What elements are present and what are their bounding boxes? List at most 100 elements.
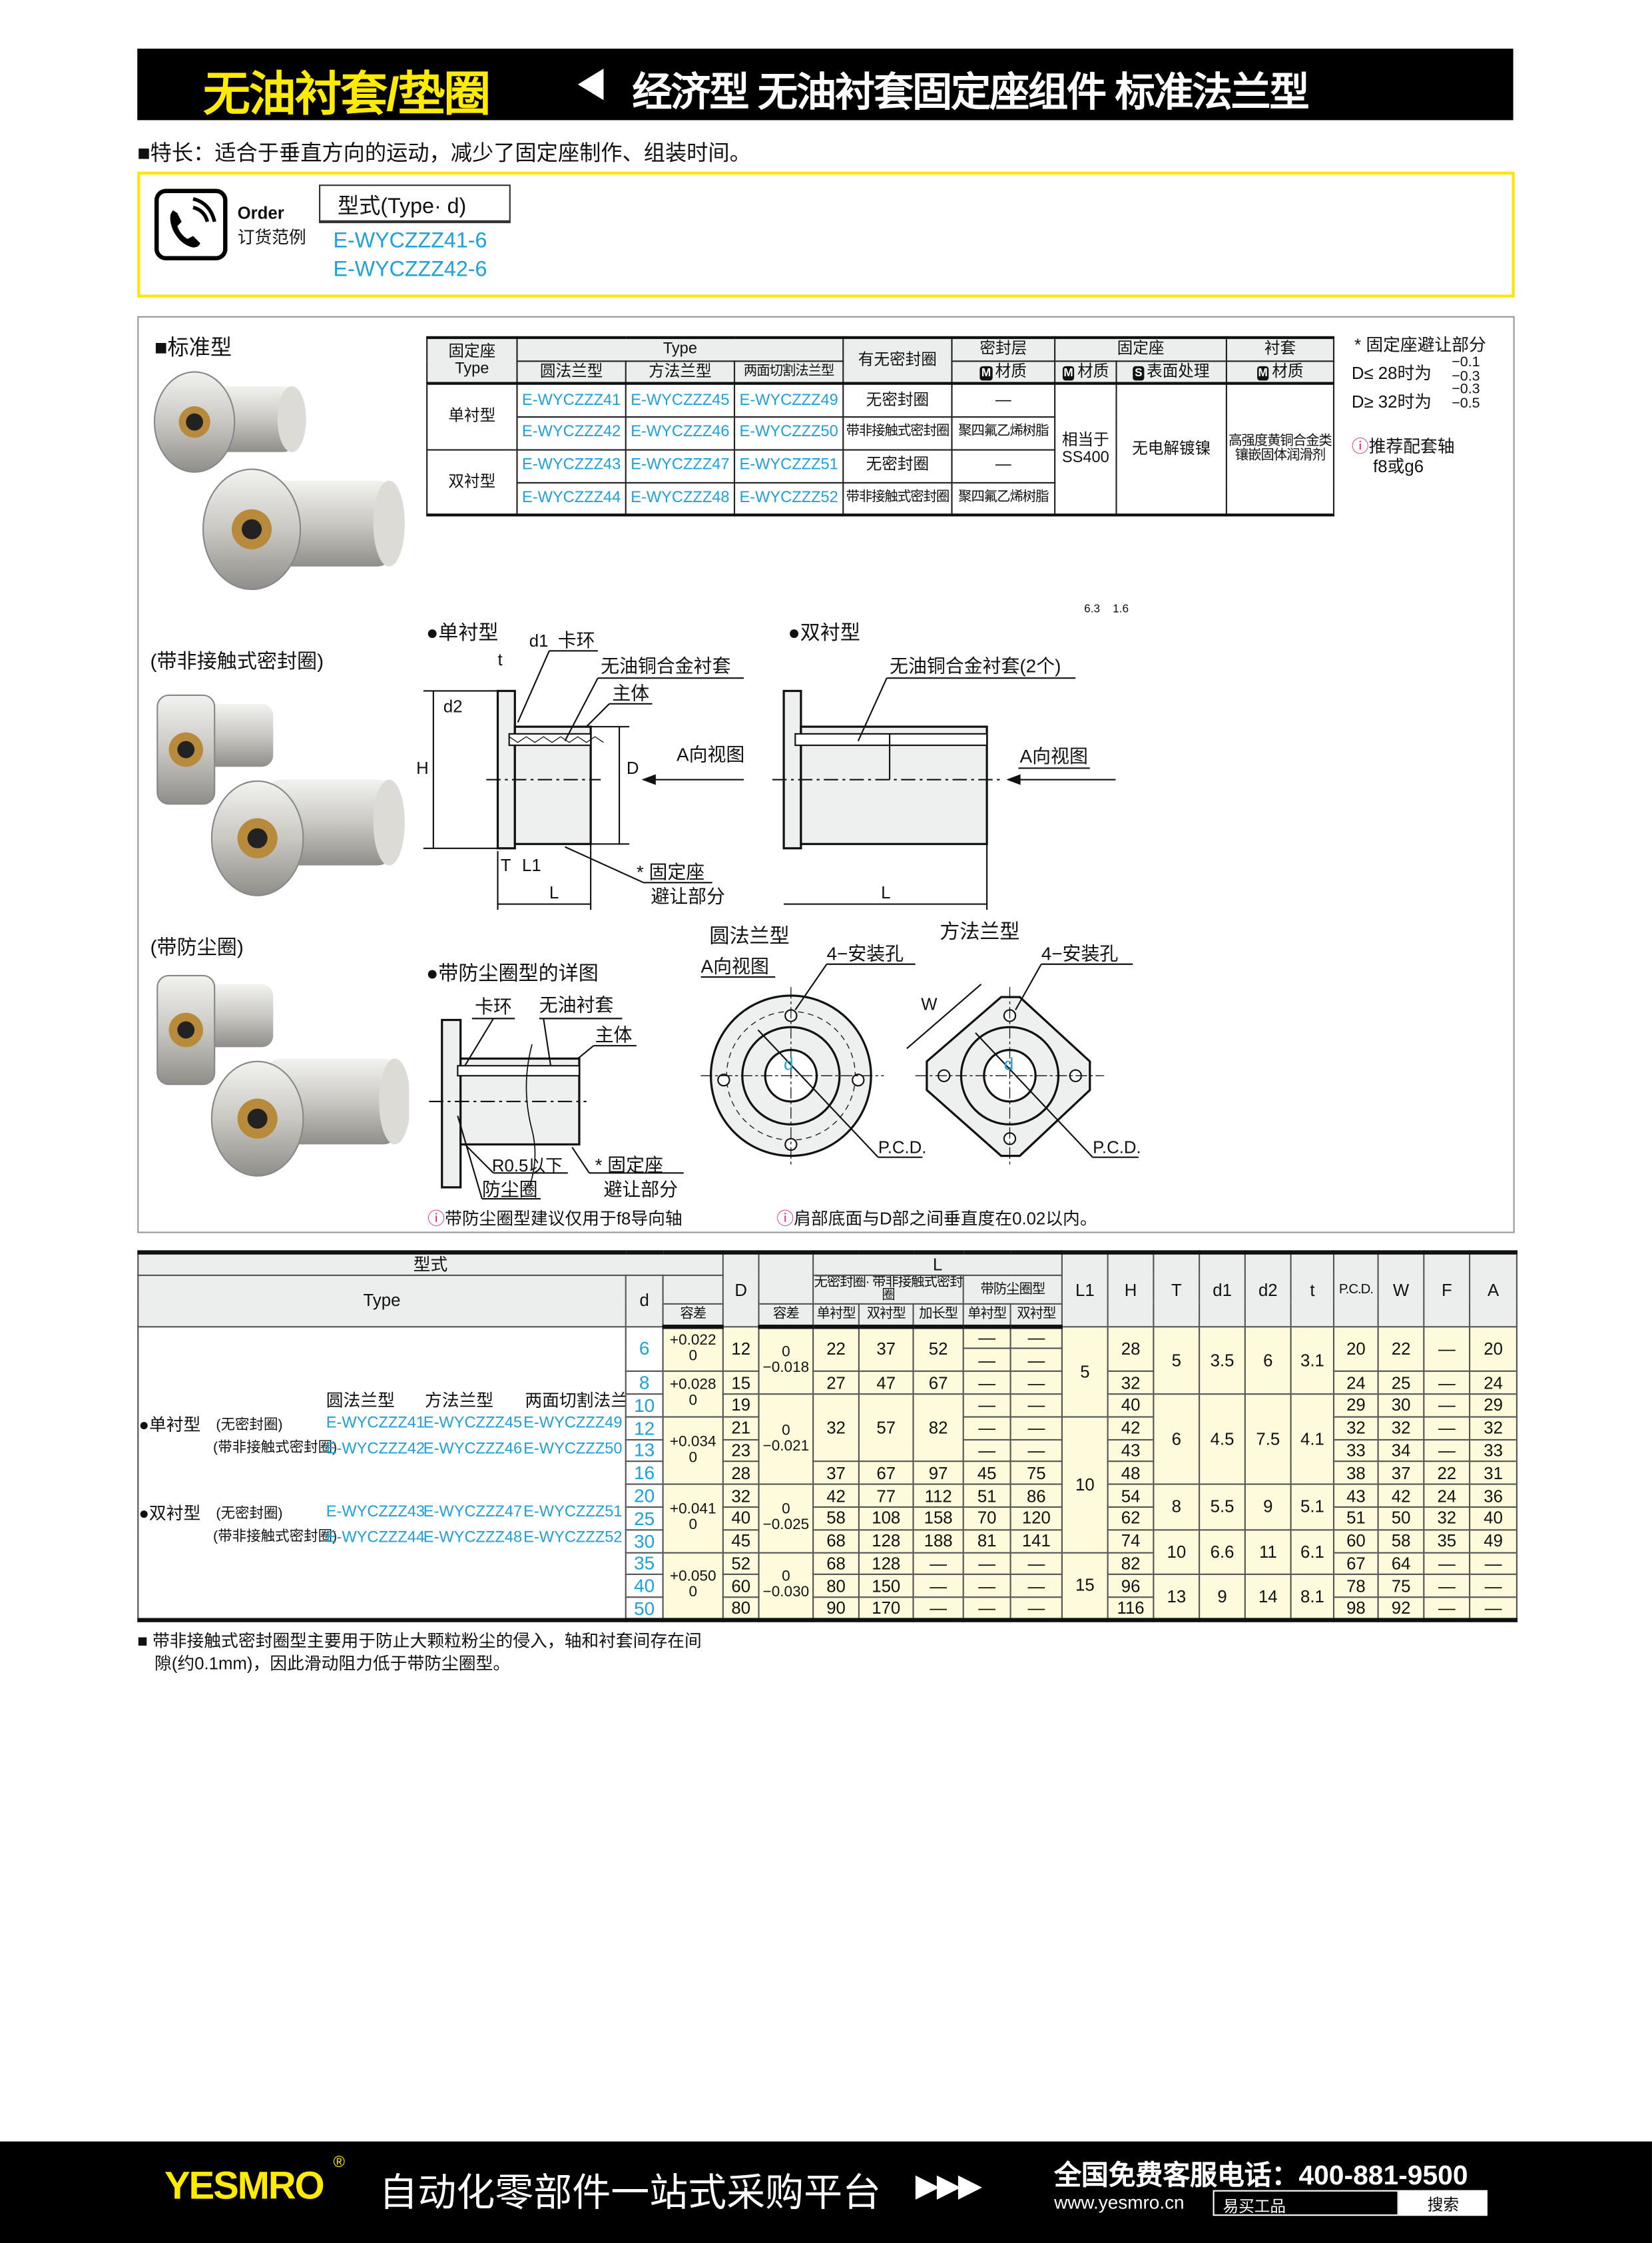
cell-w: 25 (1377, 1371, 1425, 1395)
cell-d[interactable]: 6 (625, 1325, 664, 1373)
part-link[interactable]: E-WYCZZZ42 (326, 1440, 425, 1457)
cell-d[interactable]: 35 (625, 1551, 664, 1576)
cell-l-single: 80 (812, 1574, 860, 1598)
th-L-a: 无密封圈· 带非接触式密封圈 (812, 1274, 964, 1305)
seal-value: 带非接触式密封圈 (842, 481, 953, 516)
cell-w: 64 (1377, 1551, 1425, 1576)
cell-dust-double: 86 (1009, 1483, 1063, 1508)
cell-pcd: 98 (1333, 1596, 1379, 1621)
section-standard-label: ■标准型 (154, 336, 232, 361)
th-H: H (1107, 1251, 1155, 1327)
seat-relief-label-2: 避让部分 (651, 886, 725, 906)
part-link[interactable]: E-WYCZZZ44 (516, 481, 627, 516)
cell-d[interactable]: 40 (625, 1574, 664, 1598)
page-title: 经济型 无油衬套固定座组件 标准法兰型 (632, 70, 1309, 115)
part-link[interactable]: E-WYCZZZ51 (733, 448, 844, 483)
part-link[interactable]: E-WYCZZZ48 (625, 481, 736, 516)
cell-l-double: 57 (858, 1393, 914, 1463)
cell-h: 48 (1107, 1460, 1155, 1485)
cell-l-single: 68 (812, 1551, 860, 1576)
body-label: 主体 (595, 1025, 633, 1046)
cell-l-double: 128 (858, 1528, 914, 1553)
part-link[interactable]: E-WYCZZZ45 (423, 1414, 523, 1432)
cell-dust-single: 70 (962, 1506, 1011, 1530)
part-link[interactable]: E-WYCZZZ41 (516, 382, 627, 418)
cell-h: 54 (1107, 1483, 1155, 1508)
part-link[interactable]: E-WYCZZZ49 (523, 1414, 623, 1432)
cell-a: 33 (1469, 1438, 1518, 1463)
cell-d2: 9 (1244, 1483, 1292, 1530)
cell-d2: 7.5 (1244, 1393, 1292, 1485)
seal-value: 带非接触式密封圈 (842, 415, 953, 450)
a-view-label: A向视图 (701, 956, 769, 977)
order-example-2[interactable]: E-WYCZZZ42-6 (333, 257, 487, 282)
width-W-label: W (921, 995, 938, 1014)
cell-t: 4.1 (1290, 1393, 1335, 1485)
th-blank (758, 1251, 814, 1305)
part-link[interactable]: E-WYCZZZ50 (523, 1440, 623, 1457)
cell-d[interactable]: 20 (625, 1483, 664, 1508)
dim-T: T (501, 856, 511, 875)
cell-f: — (1423, 1574, 1471, 1598)
registered-mark: ® (333, 2154, 345, 2172)
part-link[interactable]: E-WYCZZZ41 (326, 1414, 425, 1432)
a-view-label: A向视图 (1020, 746, 1088, 767)
cell-l-single: 68 (812, 1528, 860, 1553)
part-link[interactable]: E-WYCZZZ42 (516, 415, 627, 450)
cell-pcd: 38 (1333, 1460, 1379, 1485)
cell-d-tol: 0 −0.025 (758, 1483, 814, 1553)
cell-d[interactable]: 25 (625, 1506, 664, 1530)
cell-l-double: 47 (858, 1371, 914, 1395)
cell-l-single: 58 (812, 1506, 860, 1530)
th-d1: d1 (1199, 1251, 1246, 1327)
part-link[interactable]: E-WYCZZZ43 (326, 1502, 425, 1520)
part-link[interactable]: E-WYCZZZ45 (625, 382, 736, 418)
order-example-1[interactable]: E-WYCZZZ41-6 (333, 228, 487, 254)
part-link[interactable]: E-WYCZZZ52 (523, 1528, 623, 1546)
part-link[interactable]: E-WYCZZZ49 (733, 382, 844, 418)
part-link[interactable]: E-WYCZZZ48 (423, 1528, 523, 1546)
part-link[interactable]: E-WYCZZZ47 (625, 448, 736, 483)
label: 材质 (995, 362, 1027, 380)
standard-section (137, 316, 1515, 1233)
cell-d[interactable]: 16 (625, 1460, 664, 1485)
cell-d[interactable]: 12 (625, 1416, 664, 1441)
cell-d[interactable]: 8 (625, 1371, 664, 1395)
spec-h-seat-type: 固定座 Type (426, 336, 518, 384)
yesmro-logo[interactable]: YESMRO (164, 2164, 325, 2208)
part-link[interactable]: E-WYCZZZ46 (625, 415, 736, 450)
th-W: W (1377, 1251, 1425, 1327)
search-button[interactable]: 搜索 (1398, 2190, 1488, 2216)
spec-h-bushing: 衬套 (1225, 336, 1335, 362)
cell-t: 6 (1153, 1393, 1201, 1485)
cell-d: 23 (722, 1438, 760, 1463)
cell-d: 28 (722, 1460, 760, 1485)
th-dust-double: 双衬型 (1009, 1303, 1063, 1329)
part-link[interactable]: E-WYCZZZ50 (733, 415, 844, 450)
part-link[interactable]: E-WYCZZZ46 (423, 1440, 523, 1457)
cell-d[interactable]: 30 (625, 1528, 664, 1553)
part-link[interactable]: E-WYCZZZ44 (326, 1528, 425, 1546)
cell-d: 32 (722, 1483, 760, 1508)
cell-t: 10 (1153, 1528, 1201, 1576)
th-pcd: P.C.D. (1333, 1251, 1379, 1327)
cell-d[interactable]: 13 (625, 1438, 664, 1463)
part-link[interactable]: E-WYCZZZ47 (423, 1502, 523, 1520)
cell-d[interactable]: 10 (625, 1393, 664, 1418)
cell-l-ext: — (912, 1596, 964, 1621)
part-link[interactable]: E-WYCZZZ51 (523, 1502, 623, 1520)
search-input[interactable]: 易买工品 (1213, 2190, 1399, 2216)
material-badge-icon: M (979, 366, 993, 380)
cell-d2: 14 (1244, 1574, 1292, 1621)
cell-dust-double: — (1009, 1371, 1063, 1395)
website-link[interactable]: www.yesmro.cn (1054, 2191, 1185, 2213)
part-link[interactable]: E-WYCZZZ52 (733, 481, 844, 516)
cell-pcd: 43 (1333, 1483, 1379, 1508)
part-link[interactable]: E-WYCZZZ43 (516, 448, 627, 483)
cell-d1: 3.5 (1199, 1325, 1246, 1395)
bottom-note: ■ 带非接触式密封圈型主要用于防止大颗粒粉尘的侵入，轴和衬套间存在间 隙(约0.… (137, 1630, 702, 1674)
seal-value: 无密封圈 (842, 448, 953, 483)
cell-d[interactable]: 50 (625, 1596, 664, 1621)
